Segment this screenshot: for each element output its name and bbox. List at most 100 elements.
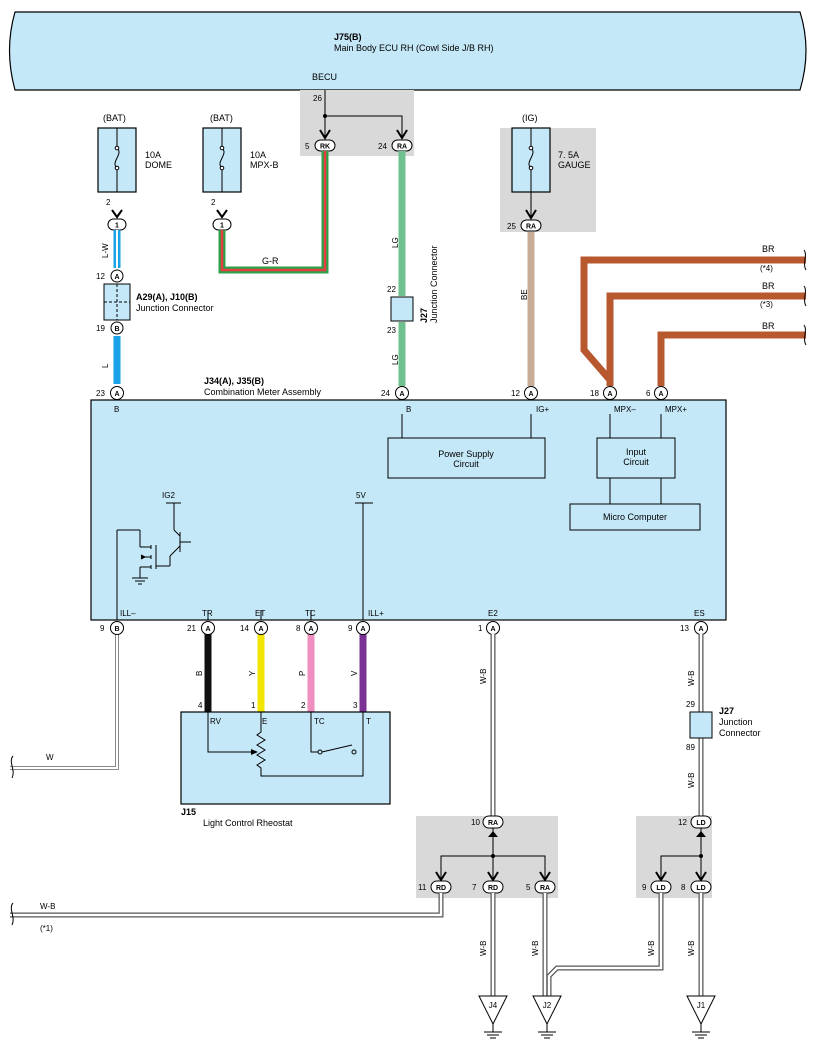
svg-text:A: A [399,391,404,398]
svg-text:7: 7 [472,883,477,892]
svg-text:3: 3 [353,701,358,710]
svg-text:J2: J2 [543,1001,552,1010]
meter-top-pin-12: A 12 IG+ [511,386,549,414]
svg-text:RA: RA [488,820,498,827]
ecu-connector-rk: RK 5 [305,139,336,152]
svg-text:10: 10 [471,818,480,827]
wire-w-b-j4: W-B [479,893,496,996]
wire-br [580,256,806,386]
svg-text:7. 5A: 7. 5A [558,150,579,160]
br-break-marks [803,249,807,346]
svg-text:J27: J27 [719,706,734,716]
svg-text:J15: J15 [181,807,196,817]
meter-top-pin-24: A 24 B [381,386,411,414]
svg-text:(BAT): (BAT) [210,113,233,123]
svg-text:(IG): (IG) [522,113,538,123]
svg-text:1: 1 [478,624,483,633]
svg-text:4: 4 [198,701,203,710]
svg-text:5V: 5V [356,491,366,500]
ground-block-2: 12 LD LD 9 LD 8 [636,815,712,898]
wire-label-v: V [350,670,359,676]
svg-text:9: 9 [348,624,353,633]
svg-text:LD: LD [696,885,705,892]
svg-text:Combination Meter Assembly: Combination Meter Assembly [204,387,322,397]
svg-text:24: 24 [381,389,390,398]
svg-text:22: 22 [387,285,396,294]
wire-e2: W-B [479,634,496,816]
svg-text:Junction Connector: Junction Connector [136,303,214,313]
svg-text:W-B: W-B [479,941,488,956]
svg-text:12: 12 [96,272,105,281]
svg-text:W-B: W-B [687,941,696,956]
svg-text:W-B: W-B [531,941,540,956]
svg-text:2: 2 [301,701,306,710]
meter-bottom-pin-8: A 8 [296,621,318,635]
svg-text:A: A [490,626,495,633]
svg-text:Junction Connector: Junction Connector [429,245,439,323]
ground-block-1: 10 RA RD 11 RD 7 RA 5 [416,815,558,898]
svg-text:W-B: W-B [687,773,696,788]
svg-text:B: B [114,326,119,333]
svg-text:5: 5 [526,883,531,892]
svg-text:(*1): (*1) [40,924,53,933]
svg-text:A: A [658,391,663,398]
wire-label-b: B [195,671,204,676]
svg-text:LG: LG [391,354,400,365]
svg-text:A: A [308,626,313,633]
svg-text:RV: RV [210,717,222,726]
ground-j2: J2 [532,995,562,1039]
meter-label-tc: TC [305,609,316,618]
svg-text:Circuit: Circuit [453,459,479,469]
svg-text:23: 23 [387,326,396,335]
svg-text:J4: J4 [489,1001,498,1010]
power-supply-circuit: Power Supply Circuit [387,437,546,479]
svg-text:RA: RA [540,885,550,892]
svg-text:A: A [114,274,119,281]
svg-text:E: E [262,717,267,726]
svg-text:10A: 10A [145,150,161,160]
svg-text:LD: LD [656,885,665,892]
svg-text:GAUGE: GAUGE [558,160,591,170]
svg-text:A: A [114,391,119,398]
ecu-pin-group: BECU [312,72,337,82]
svg-text:J1: J1 [697,1001,706,1010]
svg-text:5: 5 [305,142,310,151]
meter-5v: 5V [355,491,373,620]
meter-label-tr: TR [202,609,213,618]
fuse-gauge: (IG) 7. 5A GAUGE RA 25 [500,113,596,232]
svg-text:24: 24 [378,142,387,151]
meter-label-e2: E2 [488,609,498,618]
svg-text:Connector: Connector [719,728,761,738]
meter-label-ill-plus: ILL+ [368,609,384,618]
meter-top-pin-18: A 18 MPX– [590,386,636,414]
wire-l-w: L-W [101,230,121,268]
svg-text:L-W: L-W [101,243,110,258]
svg-text:29: 29 [686,700,695,709]
svg-text:TC: TC [314,717,325,726]
svg-text:A29(A), J10(B): A29(A), J10(B) [136,292,198,302]
svg-text:21: 21 [187,624,196,633]
svg-text:1: 1 [220,223,224,230]
svg-text:Light Control Rheostat: Light Control Rheostat [203,818,293,828]
br-label-1: BR [762,244,775,254]
svg-text:J27: J27 [419,308,429,323]
br-label-3: BR [762,321,775,331]
wire-label-y: Y [248,670,257,676]
svg-text:14: 14 [240,624,249,633]
wire-be: BE [520,232,535,386]
svg-text:12: 12 [511,389,520,398]
svg-text:2: 2 [211,198,216,207]
wire-label-p: P [298,671,307,676]
junction-j27-right: 29 89 J27 Junction Connector [686,700,761,752]
svg-text:DOME: DOME [145,160,172,170]
wire-label-w-b-ld: W-B [647,941,656,956]
meter-bottom-pin-13: A 13 [680,621,708,635]
svg-text:RA: RA [397,144,407,151]
svg-text:W: W [46,753,54,762]
svg-text:A: A [607,391,612,398]
svg-text:12: 12 [678,818,687,827]
meter-top-pin-6: A 6 MPX+ [646,386,687,414]
wire-w: W [10,634,119,779]
svg-text:RD: RD [488,885,498,892]
junction-j27-top: 22 23 J27 Junction Connector [387,245,439,335]
